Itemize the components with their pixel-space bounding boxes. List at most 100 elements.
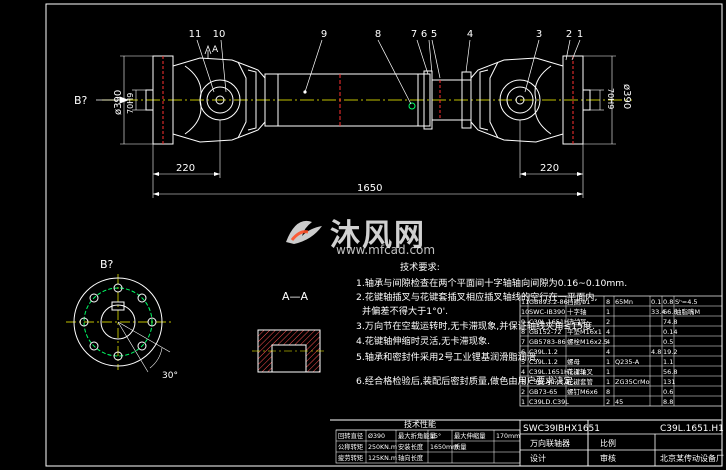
tech-note-3: 3.万向节在空载运转时,无卡滞现象,并保证轴线夹角≤15度. — [356, 320, 595, 332]
grease-nipple — [408, 102, 416, 110]
bom-cell: 8 — [606, 298, 610, 306]
balloon-leaders — [196, 39, 581, 105]
bom-cell: ZG35CrMo — [615, 378, 650, 386]
dimensions — [120, 55, 616, 198]
bom-cell: 19.2 — [663, 348, 677, 356]
bom-cell: 4 — [606, 328, 610, 336]
tech-note-6: 6.经合格检验后,装配后密封质量,做色由用户要求决定. — [356, 375, 576, 387]
bom-cell: C39L.1651H1.1.1 — [529, 368, 585, 376]
bom-row-index: 11 — [521, 298, 529, 306]
tech-notes: 技术要求: 1.轴承与间隙检查在两个平面间十字轴轴向间隙为0.16~0.10mm… — [356, 261, 627, 387]
balloon-9: 9 — [321, 29, 327, 40]
tech-spec-cell: 125KN.m — [368, 455, 397, 462]
title-block-texts: C39L.1651.H1 SWC39IBHX1651 万向联轴器 设计 比例 审… — [523, 424, 724, 463]
bom-cell: 平垫M16x1 — [567, 327, 602, 336]
bom-cell: 4.8 — [651, 348, 661, 356]
tech-note-4: 4.花键轴伸缩时灵活,无卡滞现象. — [356, 335, 490, 347]
title-name: SWC39IBHX1651 — [523, 424, 600, 434]
bom-cell: Sʰ=4.5 — [675, 298, 698, 306]
bom-cell: 0.8 — [663, 298, 673, 306]
watermark-url: www.mfcad.com — [336, 243, 436, 257]
bom-cell: GB73-65 — [529, 388, 557, 396]
bom-cell: 8 — [606, 388, 610, 396]
bom-cell: 65Mn — [615, 298, 633, 306]
right-yoke — [470, 57, 564, 143]
section-aa: A—A — [252, 290, 326, 373]
balloon-3: 3 — [536, 29, 542, 40]
balloon-6: 6 — [421, 29, 427, 40]
bom-cell: 0.14 — [663, 328, 677, 336]
bom-row-index: 3 — [521, 378, 525, 386]
title-drawing-no: C39L.1651.H1 — [660, 424, 724, 434]
balloon-7: 7 — [411, 29, 417, 40]
dimension-texts: ø390 70H9 ø390 70H9 220 220 1650 — [113, 84, 632, 194]
bom-cell: SWC-IB390 — [529, 308, 565, 316]
bom-cell: GB5783-86 — [529, 338, 566, 346]
title-company: 北京某传动设备厂 — [660, 453, 724, 463]
bom-cell: 1 — [606, 378, 610, 386]
bom-cell: 螺母 — [567, 357, 581, 366]
bom-cell: 8.8 — [663, 398, 673, 406]
tech-note-5: 5.轴承和密封件采用2号工业锂基润滑脂润滑. — [356, 351, 539, 363]
bom-cell: Q235-A — [615, 358, 640, 366]
bom-cell: C39LD.C39L — [529, 398, 569, 406]
bom-row-index: 10 — [521, 308, 529, 316]
bom-row-index: 9 — [521, 318, 525, 326]
tech-spec-cell: 质量 — [454, 442, 467, 451]
balloon-numbers: 11 10 9 8 7 6 5 4 3 2 1 — [189, 29, 584, 40]
balloon-4: 4 — [467, 29, 473, 40]
tech-spec-cell: 回转直径 — [338, 431, 364, 440]
title-check-label: 审核 — [600, 453, 616, 463]
watermark-logo-icon — [286, 220, 322, 244]
view-b-angle: 30° — [162, 371, 178, 381]
bom-cell: C39L.1.2 — [529, 348, 558, 356]
dim-total: 1650 — [357, 183, 382, 194]
bom-row-index: 8 — [521, 328, 525, 336]
bom-cell: 0.5 — [663, 338, 673, 346]
tech-spec-cell: 1650mm — [430, 444, 458, 451]
view-b: B? 30° — [66, 258, 178, 381]
balloon-11: 11 — [189, 29, 202, 40]
title-type: 万向联轴器 — [530, 438, 570, 448]
watermark-text: 沐风网 — [330, 218, 426, 253]
spline-shaft — [431, 71, 472, 129]
bom-cell: 4 — [606, 338, 610, 346]
bom-cell: 挡圈/ø1 — [567, 297, 590, 306]
bom-cell: 螺栓M16x2.5 — [567, 337, 608, 346]
tech-spec-cell: 安装长度 — [398, 442, 424, 451]
bom-row-index: 7 — [521, 338, 525, 346]
bom-row-index: 1 — [521, 398, 525, 406]
bom-cell: C39LA(F)3.1 — [529, 378, 569, 386]
bom-cell: 2 — [606, 398, 610, 406]
bom-cell: 螺钉M6x6 — [567, 387, 598, 396]
bom-cell: 1.1 — [663, 358, 673, 366]
tech-notes-heading: 技术要求: — [400, 261, 440, 273]
balloon-1: 1 — [577, 29, 583, 40]
bolt-holes — [79, 283, 157, 361]
bom-cell: 33.4 — [651, 308, 665, 316]
bom-cell: 45 — [615, 398, 623, 406]
tech-spec-cell: 最大折角能量 — [398, 431, 436, 440]
tech-spec-heading: 技术性能 — [404, 419, 436, 429]
bom-cell: 2 — [606, 318, 610, 326]
bom-cell: 1 — [606, 358, 610, 366]
tech-spec-cell: 公称转矩 — [338, 442, 363, 451]
balloon-8: 8 — [375, 29, 381, 40]
dim-dia-left: ø390 — [113, 90, 124, 115]
section-aa-label: A—A — [282, 290, 309, 303]
bom-cell: GB893.2-86 — [529, 298, 568, 306]
bom-cell: 1 — [606, 308, 610, 316]
bom-cell: C39L.1.2 — [529, 358, 558, 366]
dim-flange-left: 220 — [176, 163, 195, 174]
dim-flange-right: 220 — [540, 163, 559, 174]
bom-cell: 1 — [606, 368, 610, 376]
bom-cell: 56.8 — [663, 368, 677, 376]
bom-cell: 花键套管 — [567, 377, 594, 386]
tech-spec-cell: 轴向长度 — [398, 453, 424, 462]
tech-spec-cell: Ø390 — [368, 432, 385, 440]
dim-dia-right: ø390 — [621, 84, 632, 109]
dim-inner-left: 70H9 — [126, 93, 135, 114]
bom-cell: 66.8 — [663, 308, 677, 316]
